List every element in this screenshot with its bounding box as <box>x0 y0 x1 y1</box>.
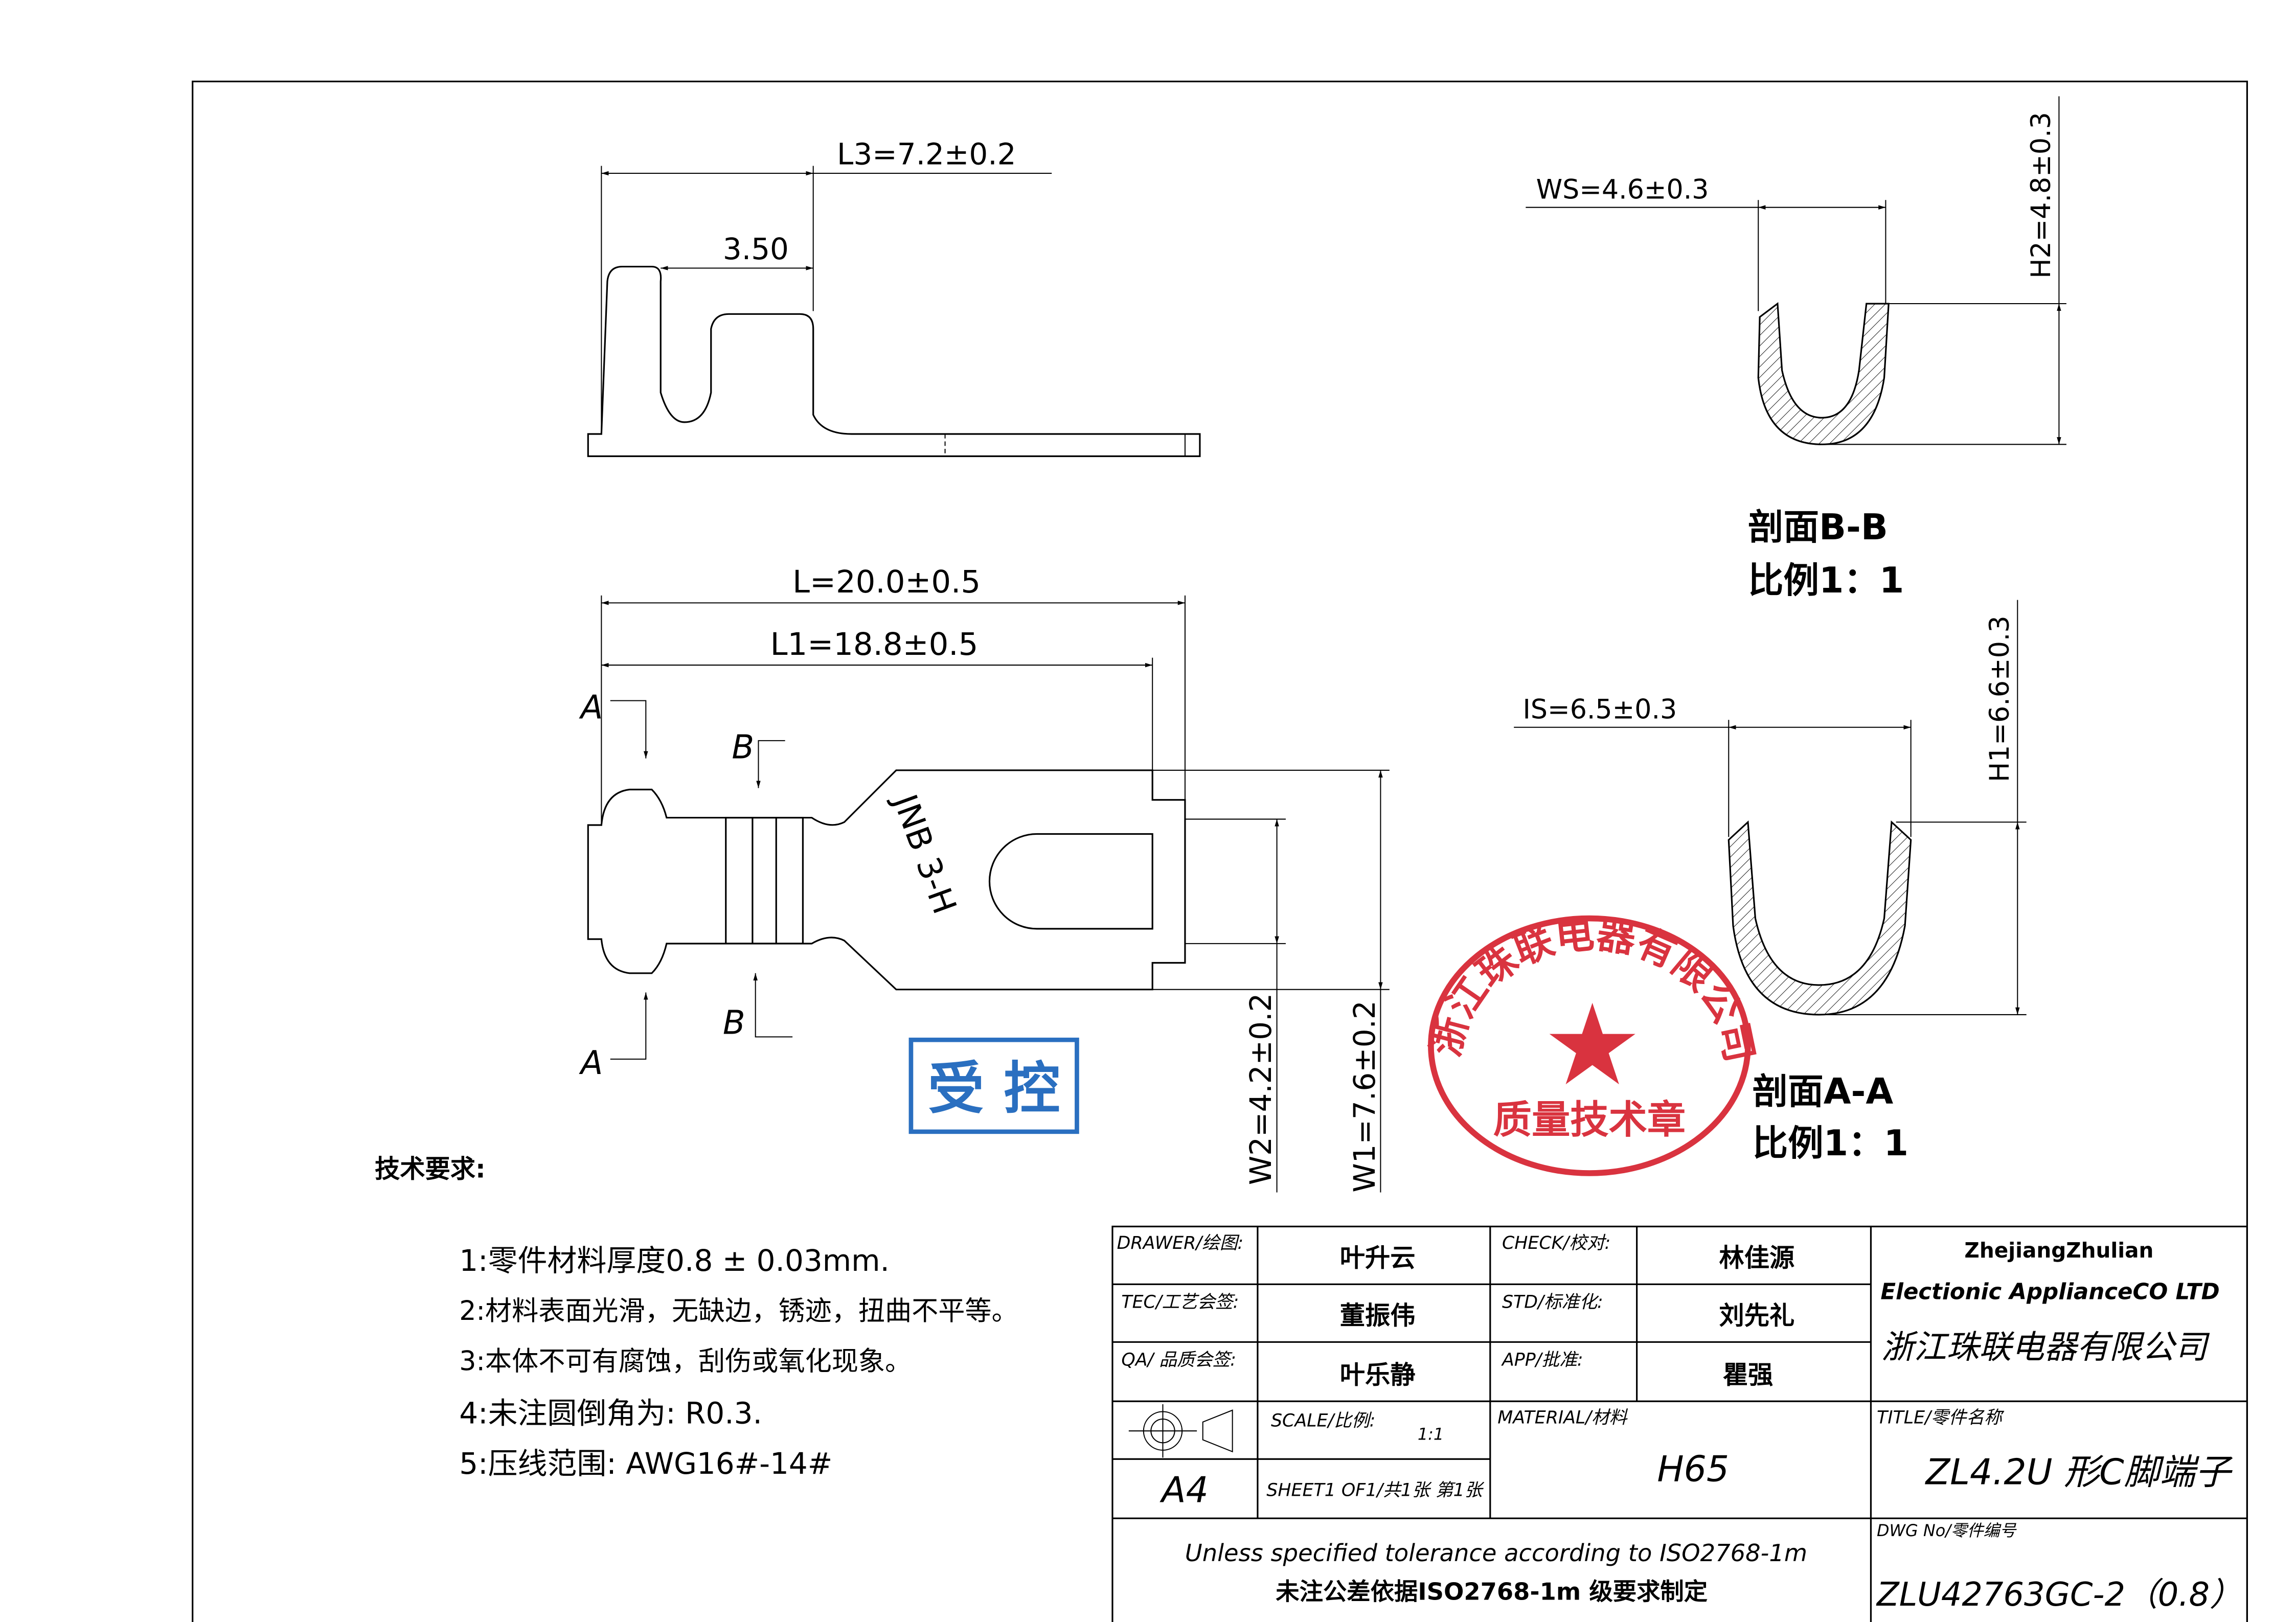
tech-requirement-4: 4:未注圆倒角为: R0.3. <box>459 1396 762 1431</box>
tech-requirements: 技术要求: 1:零件材料厚度0.8 ± 0.03mm. 2:材料表面光滑，无缺边… <box>375 1154 1018 1481</box>
std-name: 刘先礼 <box>1719 1301 1794 1331</box>
scale-value: 1:1 <box>1418 1425 1444 1444</box>
tech-requirement-5: 5:压线范围: AWG16#-14# <box>459 1446 832 1481</box>
check-name: 林佳源 <box>1719 1243 1794 1273</box>
section-a-a-title: 剖面A-A <box>1753 1071 1894 1112</box>
dim-h1: H1=6.6±0.3 <box>1985 615 2015 782</box>
part-title: ZL4.2U 形C脚端子 <box>1925 1452 2233 1493</box>
company-name-cn: 浙江珠联电器有限公司 <box>1881 1329 2210 1366</box>
section-marker-b-top: B <box>732 729 754 767</box>
drawing-frame <box>192 80 2248 1622</box>
dim-l3: L3=7.2±0.2 <box>837 137 1016 172</box>
dim-w2: W2=4.2±0.2 <box>1243 993 1278 1185</box>
std-label: STD/标准化: <box>1502 1292 1603 1313</box>
dwg-number: ZLU42763GC-2（0.8） <box>1876 1576 2242 1614</box>
tech-requirements-heading: 技术要求: <box>375 1154 486 1184</box>
dim-3-50: 3.50 <box>723 232 789 266</box>
tech-requirement-2: 2:材料表面光滑，无缺边，锈迹，扭曲不平等。 <box>459 1296 1018 1327</box>
material-value: H65 <box>1657 1449 1729 1490</box>
scale-label: SCALE/比例: <box>1271 1410 1375 1431</box>
dim-l1: L1=18.8±0.5 <box>770 627 979 662</box>
controlled-stamp: 受 控 <box>908 1037 1079 1134</box>
qa-label: QA/ 品质会签: <box>1121 1350 1236 1370</box>
section-marker-a-top: A <box>579 689 603 726</box>
section-b-b-scale: 比例1：1 <box>1748 560 1904 601</box>
dim-is: IS=6.5±0.3 <box>1523 694 1677 725</box>
qa-name: 叶乐静 <box>1340 1360 1416 1389</box>
check-label: CHECK/校对: <box>1502 1233 1610 1253</box>
controlled-stamp-text: 受 控 <box>928 1056 1060 1121</box>
tech-requirement-1: 1:零件材料厚度0.8 ± 0.03mm. <box>459 1243 890 1278</box>
seal-star-icon <box>1549 1002 1635 1085</box>
dim-h2: H2=4.8±0.3 <box>2026 112 2057 279</box>
drawer-name: 叶升云 <box>1340 1243 1416 1273</box>
drawer-label: DRAWER/绘图: <box>1117 1233 1244 1253</box>
part-marking: JNB 3-H <box>885 788 964 919</box>
side-view: L3=7.2±0.2 3.50 <box>587 137 1201 458</box>
company-name-en-1: ZhejiangZhulian <box>1964 1238 2153 1263</box>
plan-view: JNB 3-H L=20.0±0.5 L1=18.8±0.5 W2=4.2±0.… <box>579 564 1390 1193</box>
quality-seal: 浙江珠联电器有限公司 质量技术章 <box>1423 911 1762 1176</box>
material-label: MATERIAL/材料 <box>1497 1408 1628 1428</box>
tolerance-en: Unless specified tolerance according to … <box>1185 1539 1807 1567</box>
tec-label: TEC/工艺会签: <box>1121 1292 1239 1313</box>
section-a-a: IS=6.5±0.3 H1=6.6±0.3 剖面A-A 比例1：1 <box>1514 600 2027 1164</box>
app-label: APP/批准: <box>1501 1350 1583 1370</box>
tech-requirement-3: 3:本体不可有腐蚀，刮伤或氧化现象。 <box>459 1346 912 1377</box>
app-name: 瞿强 <box>1723 1360 1773 1389</box>
dim-ws: WS=4.6±0.3 <box>1536 174 1709 205</box>
tec-name: 董振伟 <box>1340 1301 1416 1331</box>
dim-w1: W1=7.6±0.2 <box>1347 1000 1382 1193</box>
dwg-label: DWG No/零件编号 <box>1877 1521 2017 1540</box>
section-b-b: WS=4.6±0.3 H2=4.8±0.3 剖面B-B 比例1：1 <box>1526 96 2066 601</box>
projection-symbol-icon <box>1128 1404 1233 1458</box>
company-name-en-2: Electionic ApplianceCO LTD <box>1880 1279 2219 1305</box>
section-marker-b-bottom: B <box>723 1004 745 1042</box>
dim-l: L=20.0±0.5 <box>792 564 981 600</box>
title-block: DRAWER/绘图: 叶升云 CHECK/校对: 林佳源 TEC/工艺会签: 董… <box>1111 1225 2248 1622</box>
paper-size: A4 <box>1160 1469 1209 1511</box>
tolerance-cn: 未注公差依据ISO2768-1m 级要求制定 <box>1276 1578 1708 1606</box>
section-a-a-scale: 比例1：1 <box>1753 1123 1908 1164</box>
section-marker-a-bottom: A <box>579 1044 603 1082</box>
title-label: TITLE/零件名称 <box>1877 1408 2005 1428</box>
section-b-b-title: 剖面B-B <box>1748 507 1888 548</box>
seal-department-text: 质量技术章 <box>1493 1098 1686 1143</box>
sheet-info: SHEET1 OF1/共1张 第1张 <box>1266 1480 1484 1501</box>
